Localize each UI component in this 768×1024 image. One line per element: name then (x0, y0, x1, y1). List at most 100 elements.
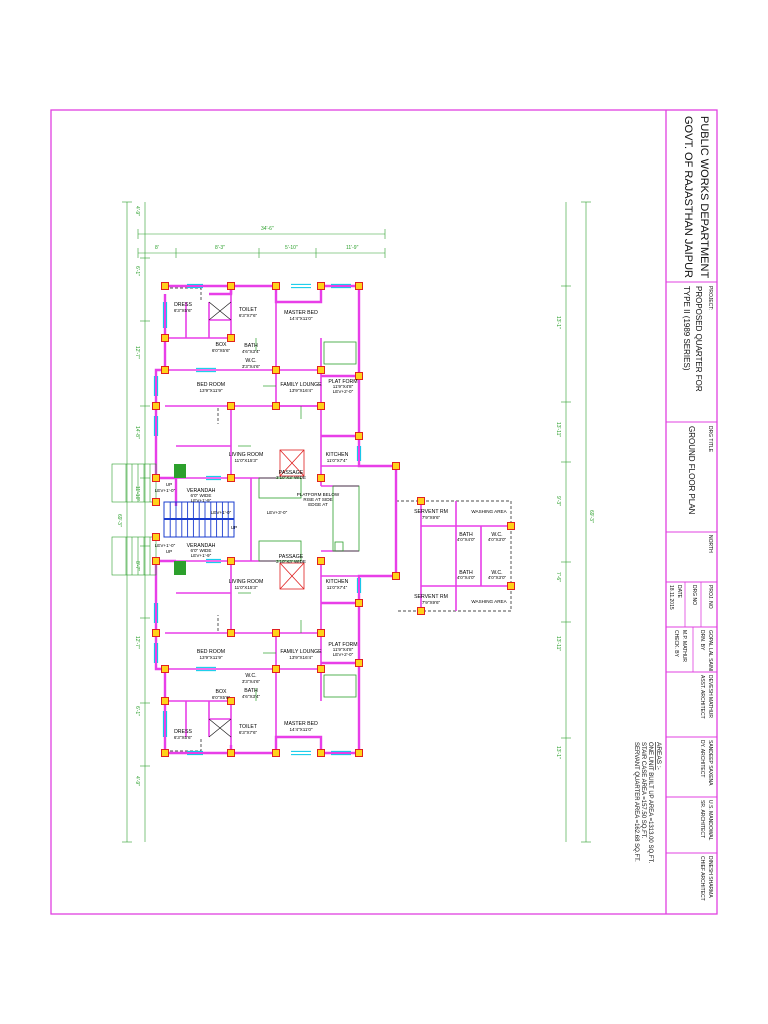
washing-area-right: WASHING AREA (471, 599, 507, 604)
structural-column (272, 749, 280, 757)
servent-rm-left-size: 7'9"X9'6" (422, 515, 441, 520)
sq-bath-right-size: 4'0"X4'0" (457, 575, 476, 580)
master-bed-right-name: MASTER BED (284, 721, 318, 727)
living-room-left-name: LIVING ROOM (229, 452, 264, 458)
structural-column (152, 557, 160, 565)
plat-form-right-size: 11'9"X4'8" (333, 647, 354, 652)
right-dim-6: 13'-1" (555, 746, 561, 759)
living-room-right-name: LIVING ROOM (229, 579, 264, 585)
bed-room-left-size: 13'9"X11'9" (199, 388, 222, 393)
kitchen-sink-left (174, 464, 186, 478)
overall-width-dim: 34'-6" (261, 226, 274, 232)
verandah-right-name: VERANDAH (187, 543, 216, 549)
row-dim-6: 8'-7" (134, 561, 140, 571)
box-right-name: BOX (216, 689, 227, 695)
overall-height-dim: 69'-3" (116, 514, 122, 527)
box-right-size: 6'0"X5'6" (212, 695, 231, 700)
passage-right-name: PASSAGE (279, 554, 304, 560)
structural-column (317, 557, 325, 565)
entry-left-up: UP (166, 482, 172, 487)
structural-column (227, 474, 235, 482)
living-room-left-size: 11'0"X15'3" (234, 458, 257, 463)
structural-column (161, 697, 169, 705)
verandah-left-name: VERANDAH (187, 488, 216, 494)
right-dim-3: 9'-3" (555, 496, 561, 506)
passage-right-size: 3'10"X3' WIDE (276, 559, 306, 564)
bath-right-name: BATH (244, 688, 258, 694)
toilet-right-name: TOILET (239, 724, 258, 730)
col-dim-2: 8'-3" (215, 245, 225, 251)
row-dim-2: 6'-1" (134, 266, 140, 276)
row-dim-7: 12'-7" (134, 636, 140, 649)
right-dim-4: 7'-6" (555, 572, 561, 582)
structural-column (317, 366, 325, 374)
wc-left-size: 3'3"X4'6" (242, 364, 261, 369)
sq-wc-right-size: 4'0"X3'0" (488, 575, 507, 580)
box-left-name: BOX (216, 342, 227, 348)
structural-column (161, 334, 169, 342)
sq-bath-left-name: BATH (459, 532, 473, 538)
structural-column (417, 607, 425, 615)
sheet-background (47, 106, 721, 918)
structural-column (355, 659, 363, 667)
dress-left-size: 6'3"X5'6" (174, 308, 193, 313)
structural-column (355, 432, 363, 440)
entry-right-up: UP (166, 549, 172, 554)
assistant-architect-role: ASST. ARCHITECT (699, 675, 705, 719)
row-dim-5: 11'-10" (134, 486, 140, 501)
areas-note: AREAS :- ONE UNIT BUILT UP AREA =1313.00… (633, 742, 662, 863)
plat-form-left-size: 11'9"X4'8" (333, 384, 354, 389)
sq-wc-right-name: W.C. (491, 570, 502, 576)
senior-architect-role: SR. ARCHITECT (699, 800, 705, 838)
structural-column (227, 282, 235, 290)
family-lounge-left-size: 13'9"X16'4" (289, 388, 313, 393)
structural-column (227, 334, 235, 342)
right-dim-1: 13'-1" (555, 316, 561, 329)
dress-left-name: DRESS (174, 302, 192, 308)
verandah-right-level: LEV+1'-9" (191, 553, 212, 558)
col-dim-3: 5'-10" (285, 245, 298, 251)
plat-form-left-name: PLAT FORM (328, 379, 357, 385)
structural-column (227, 557, 235, 565)
structural-column (272, 402, 280, 410)
door-swings (238, 338, 360, 701)
master-bed-left-size: 14'4"X11'0" (289, 316, 312, 321)
project-number-caption: PROJ. NO (707, 585, 713, 609)
row-dim-3: 12'-7" (134, 346, 140, 359)
lobby-level: LEV+3'-0" (267, 510, 288, 515)
master-bed-left-name: MASTER BED (284, 310, 318, 316)
stair-case-area: STAIR CASE AREA =157.50 SQ.FT. (640, 742, 646, 839)
project-line-2: TYPE II (1989 SERIES) (682, 286, 691, 371)
areas-heading: AREAS :- (655, 742, 662, 770)
wc-right-name: W.C. (245, 673, 256, 679)
structural-column (317, 629, 325, 637)
kitchen-left-name: KITCHEN (326, 452, 349, 458)
structural-column (392, 572, 400, 580)
family-lounge-right-name: FAMILY LOUNGE (280, 649, 322, 655)
department-name: PUBLIC WORKS DEPARTMENT (698, 116, 710, 278)
verandah-left-size: 6'0" WIDE (191, 493, 212, 498)
dress-right-name: DRESS (174, 729, 192, 735)
box-left-size: 6'0"X5'6" (212, 348, 231, 353)
toilet-right-size: 6'3"X7'6" (239, 730, 258, 735)
structural-column (392, 462, 400, 470)
windows (153, 283, 362, 756)
sq-wc-left-name: W.C. (491, 532, 502, 538)
passage-left-size: 3'10"X3' WIDE (276, 475, 306, 480)
verandah-left-level: LEV+1'-9" (191, 498, 212, 503)
washing-area-left: WASHING AREA (471, 509, 507, 514)
bath-left-size: 4'6"X3'4" (242, 349, 261, 354)
bed-room-right-size: 13'9"X11'9" (199, 655, 222, 660)
right-dim-5: 13'-11" (555, 636, 561, 651)
box-room-cross (208, 301, 232, 738)
verandah-steps (111, 463, 157, 576)
deputy-architect-role: DY. ARCHITECT (699, 740, 705, 777)
servant-quarter-area: SERVANT QUARTER AREA =162.68 SQ.FT. (633, 742, 639, 862)
structural-column (317, 402, 325, 410)
structural-column (272, 282, 280, 290)
kitchen-right-name: KITCHEN (326, 579, 349, 585)
servent-rm-right-size: 7'9"X9'6" (422, 600, 441, 605)
structural-column (507, 522, 515, 530)
passage-left-name: PASSAGE (279, 470, 304, 476)
